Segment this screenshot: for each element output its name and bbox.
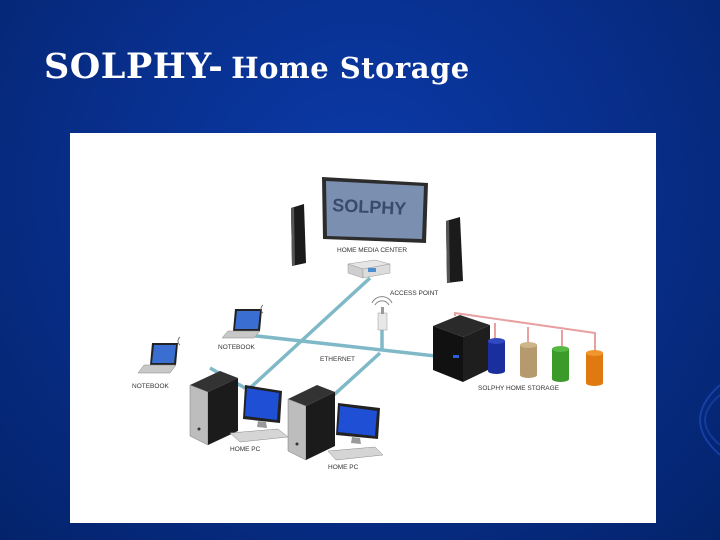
title-sub: Home Storage (231, 51, 470, 85)
drum-tan (520, 342, 537, 378)
access-point (371, 296, 393, 331)
drum-blue (488, 338, 505, 374)
label-access-point: ACCESS POINT (390, 290, 438, 297)
notebook-left (137, 336, 181, 374)
label-home-pc-left: HOME PC (230, 446, 261, 453)
home-pc-left (189, 371, 289, 446)
slide-title: SOLPHY-Home Storage (44, 46, 470, 87)
tv-screen: SOLPHY (322, 177, 428, 243)
home-storage-server (433, 315, 490, 382)
label-notebook-top: NOTEBOOK (218, 344, 256, 351)
drum-orange (586, 350, 603, 386)
label-home-storage: SOLPHY HOME STORAGE (478, 385, 560, 392)
speaker-left (291, 204, 306, 266)
title-main: SOLPHY- (44, 46, 224, 87)
media-center-box (347, 259, 391, 279)
tv-screen-text: SOLPHY (332, 195, 407, 219)
label-ethernet: ETHERNET (320, 356, 355, 363)
decorative-curves (699, 384, 720, 456)
notebook-top (221, 304, 264, 339)
label-home-pc-right: HOME PC (328, 464, 359, 471)
label-media-center: HOME MEDIA CENTER (337, 247, 407, 254)
drum-green (552, 346, 569, 382)
speaker-right (446, 217, 463, 283)
home-pc-right (287, 385, 384, 461)
label-notebook-left: NOTEBOOK (132, 383, 170, 390)
network-diagram: SOLPHY HOME MEDIA CENTER ACCESS POINT NO… (70, 133, 656, 523)
